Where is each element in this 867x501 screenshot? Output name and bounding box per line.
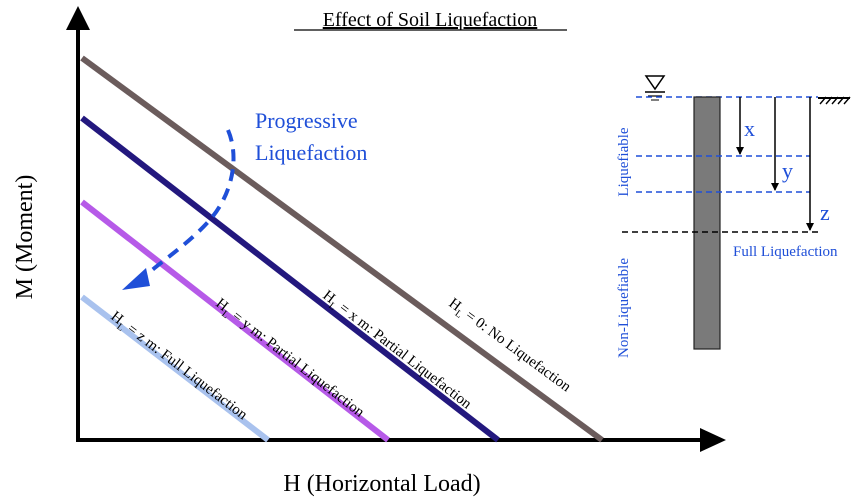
progressive-label-line2: Liquefaction <box>255 140 367 165</box>
non-liquefiable-label: Non-Liquefiable <box>616 258 632 358</box>
progressive-dashed-arrow <box>136 129 236 284</box>
full-liquefaction-label: Full Liquefaction <box>733 244 838 260</box>
progressive-arrow <box>122 129 236 290</box>
depth-z-label: z <box>820 200 830 225</box>
curve-label-text: = z m: Full Liquefaction <box>121 319 250 424</box>
y-axis-label: M (Moment) <box>12 175 38 300</box>
curve-label-1: HL = 0: No Liquefaction <box>444 295 574 398</box>
curve-label-subscript: L <box>219 309 231 321</box>
curve-label-subscript: L <box>114 321 126 333</box>
curve-line-3 <box>80 199 390 443</box>
pile-diagram: x y z Liquefiable Non-Liquefiable Full L… <box>616 75 851 358</box>
curve-label-subscript: L <box>453 308 464 320</box>
depth-y-label: y <box>782 158 793 183</box>
water-table-icon <box>644 75 666 91</box>
y-axis-arrowhead <box>66 6 90 30</box>
progressive-arrowhead <box>122 268 150 290</box>
diagram-title: Effect of Soil Liquefaction <box>323 9 538 31</box>
axes <box>66 6 726 452</box>
x-axis-label: H (Horizontal Load) <box>283 471 480 497</box>
ground-hatch-ticks <box>819 96 851 105</box>
progressive-label: Progressive Liquefaction <box>255 108 367 165</box>
curve-line-4 <box>80 294 270 443</box>
liquefiable-label: Liquefiable <box>616 127 632 196</box>
pile <box>693 96 721 350</box>
curve-line-2 <box>80 115 500 443</box>
x-axis-arrowhead <box>700 428 726 452</box>
progressive-label-line1: Progressive <box>255 108 358 133</box>
curve-line-1 <box>80 55 604 443</box>
curve-label-4: HL = z m: Full Liquefaction <box>106 308 251 425</box>
depth-x-label: x <box>744 116 755 141</box>
curve-label-subscript: L <box>326 300 338 312</box>
